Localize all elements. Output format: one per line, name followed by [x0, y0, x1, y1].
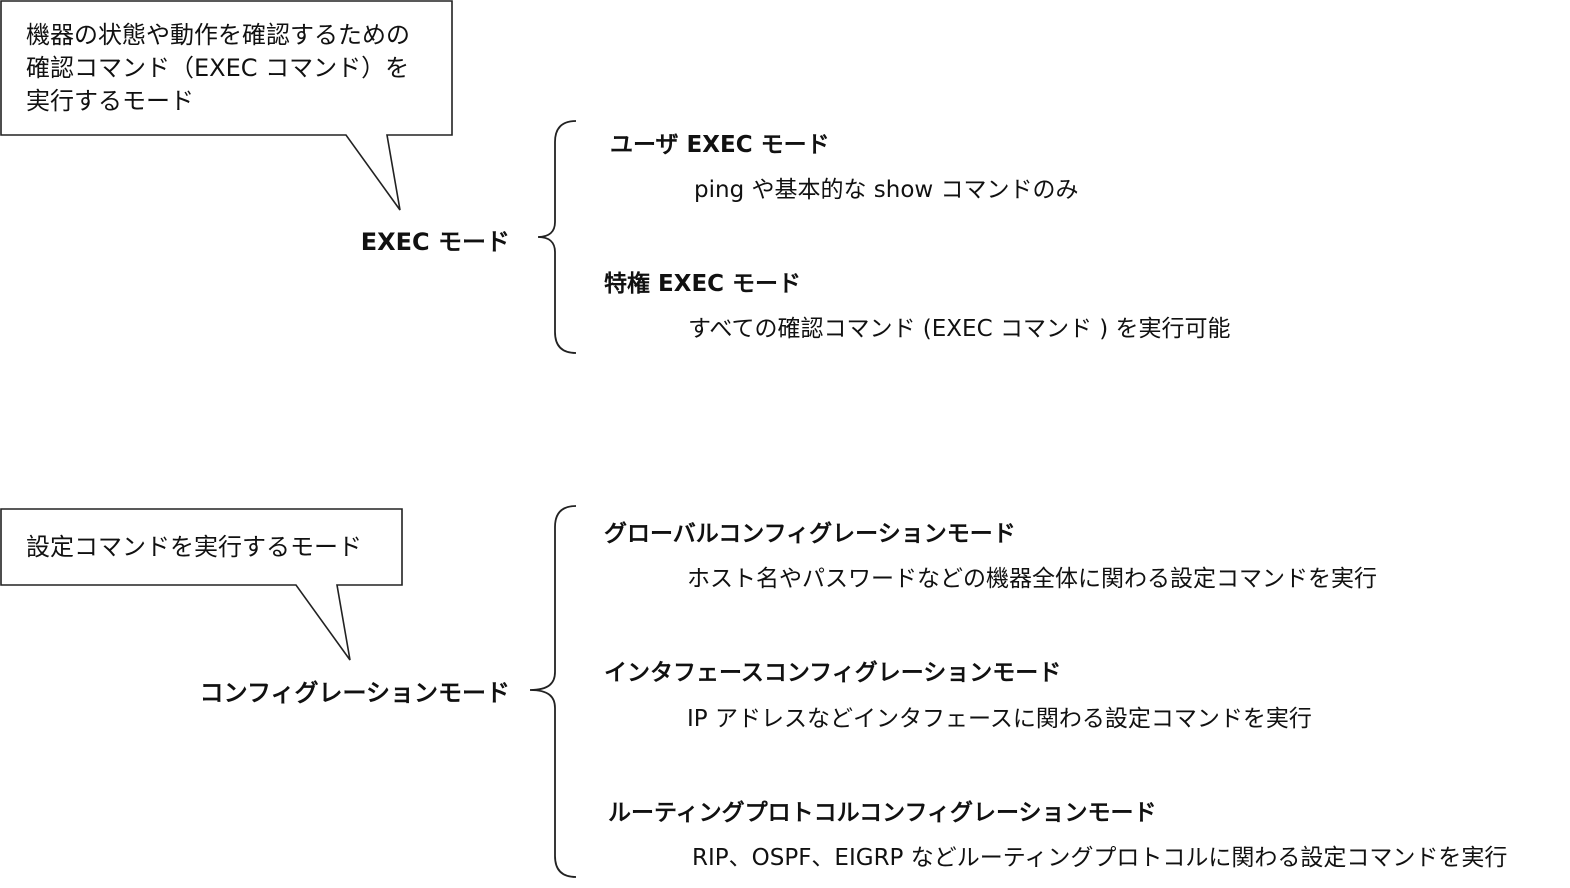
sub-title-user-exec: ユーザ EXEC モード	[610, 132, 830, 158]
sub-title-interface-config: インタフェースコンフィグレーションモード	[604, 660, 1062, 686]
callout-text-exec: 機器の状態や動作を確認するための 確認コマンド（EXEC コマンド）を 実行する…	[26, 21, 410, 115]
sub-desc-global-config: ホスト名やパスワードなどの機器全体に関わる設定コマンドを実行	[687, 566, 1377, 592]
sub-desc-interface-config: IP アドレスなどインタフェースに関わる設定コマンドを実行	[687, 706, 1312, 732]
sub-title-routing-config: ルーティングプロトコルコンフィグレーションモード	[608, 800, 1157, 826]
sub-title-global-config: グローバルコンフィグレーションモード	[604, 521, 1016, 547]
callout-bubble-config	[0, 508, 403, 661]
brace-config	[529, 505, 577, 878]
sub-desc-user-exec: ping や基本的な show コマンドのみ	[694, 177, 1079, 203]
sub-desc-privileged-exec: すべての確認コマンド (EXEC コマンド ) を実行可能	[688, 316, 1231, 342]
mode-title-config: コンフィグレーションモード	[199, 679, 510, 707]
brace-exec	[537, 120, 577, 354]
sub-title-privileged-exec: 特権 EXEC モード	[604, 271, 802, 297]
sub-desc-routing-config: RIP、OSPF、EIGRP などルーティングプロトコルに関わる設定コマンドを実…	[692, 845, 1508, 871]
mode-title-exec: EXEC モード	[360, 228, 510, 256]
callout-text-config: 設定コマンドを実行するモード	[26, 533, 362, 561]
callout-bubble-exec	[0, 0, 453, 211]
